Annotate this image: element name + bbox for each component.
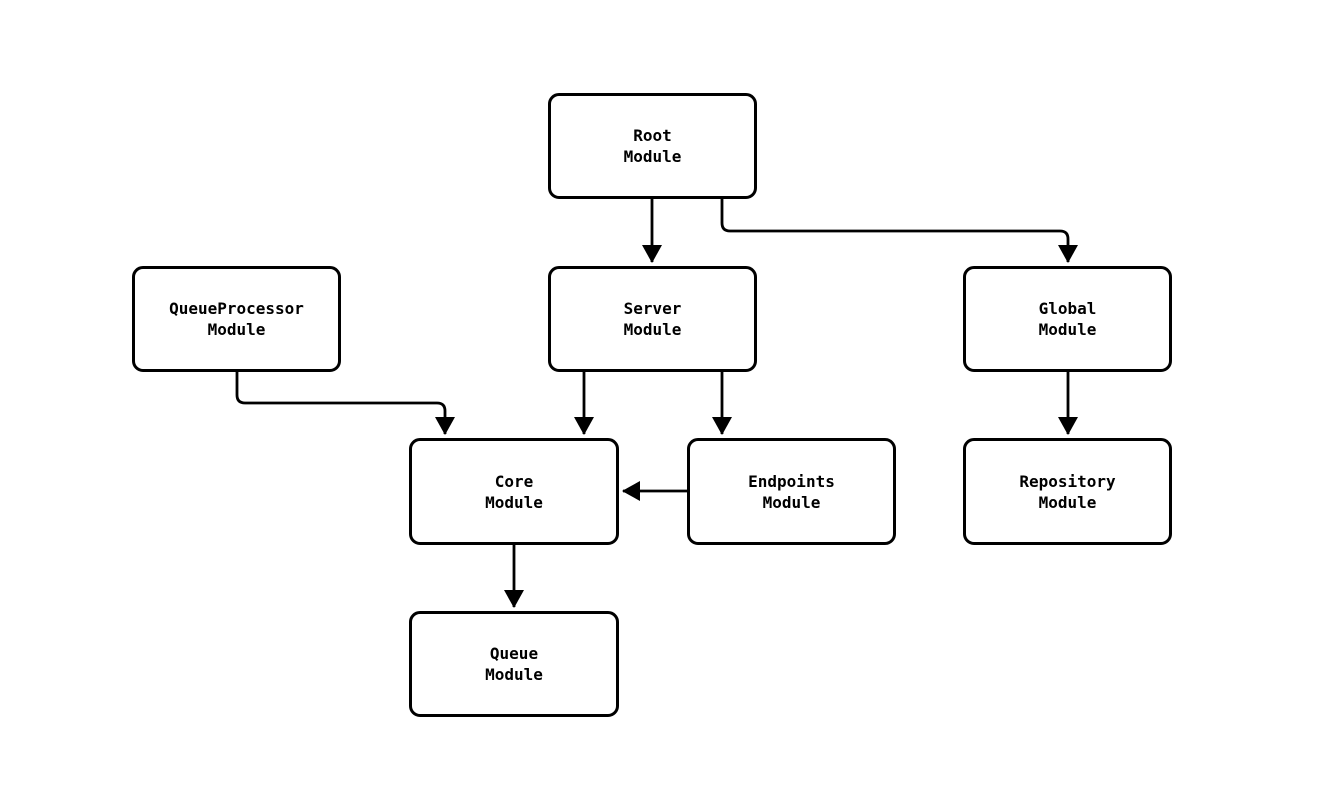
edge-root-to-global [720, 198, 1078, 263]
node-endpoints-module-label: Endpoints Module [748, 471, 835, 512]
node-queueprocessor-module: QueueProcessor Module [132, 266, 341, 372]
node-global-module-label: Global Module [1038, 299, 1097, 339]
node-server-module-label: Server Module [623, 299, 682, 339]
node-queue-module-label: Queue Module [485, 644, 543, 684]
node-queue-module: Queue Module [409, 611, 619, 717]
node-repository-module-label: Repository Module [1019, 471, 1116, 512]
node-root-module-label: Root Module [623, 126, 682, 166]
node-server-module: Server Module [548, 266, 757, 372]
node-endpoints-module: Endpoints Module [687, 438, 896, 545]
node-core-module-label: Core Module [485, 471, 543, 512]
node-global-module: Global Module [963, 266, 1172, 372]
node-root-module: Root Module [548, 93, 757, 199]
edge-queueprocessor-to-core [235, 372, 455, 435]
node-core-module: Core Module [409, 438, 619, 545]
node-queueprocessor-module-label: QueueProcessor Module [169, 299, 304, 339]
node-repository-module: Repository Module [963, 438, 1172, 545]
